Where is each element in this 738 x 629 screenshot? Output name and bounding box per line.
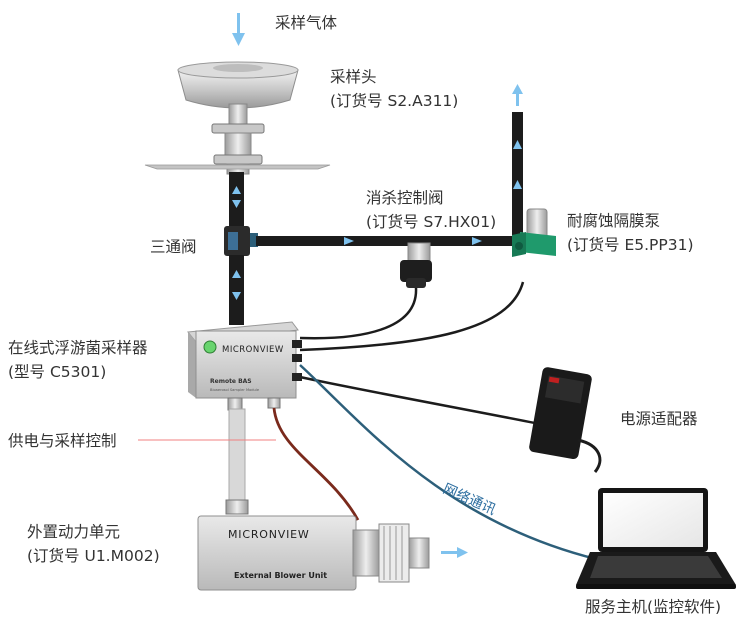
three-way-valve-label: 三通阀 [150,238,197,256]
inlet-arrow [232,13,245,46]
sampling-head-order: (订货号 S2.A311) [330,92,459,110]
blower-label: 外置动力单元 (订货号 U1.M002) [27,520,160,568]
power-adapter-label: 电源适配器 [620,410,698,428]
network-label: 网络通讯 [440,481,498,518]
sampler-subtitle: Bioaerosol Sampler Module [210,388,260,392]
sampler-name-label: 在线式浮游菌采样器 [8,339,148,357]
blower-pipe-coupler [225,499,249,515]
sampler-brand: MICRONVIEW [222,345,284,355]
sampler-label: 在线式浮游菌采样器 (型号 C5301) [8,336,148,384]
power-control-label: 供电与采样控制 [8,432,117,450]
sampler-model-label: (型号 C5301) [8,363,107,381]
pump-label: 耐腐蚀隔膜泵 (订货号 E5.PP31) [567,209,694,257]
sampling-head-name: 采样头 [330,68,377,86]
pump-device [512,208,556,257]
server-label: 服务主机(监控软件) [585,598,722,616]
outlet-arrow-up-1 [513,180,522,189]
outlet-arrow-up-2 [513,140,522,149]
laptop-device [576,488,736,589]
blower-order-label: (订货号 U1.M002) [27,547,160,565]
valve-cable [299,287,418,340]
horizontal-tube [256,236,514,246]
pump-order: (订货号 E5.PP31) [567,236,694,254]
flow-arrow-up-1 [232,186,241,194]
adapter-cord [577,438,602,473]
flow-arrow-down-2 [232,292,241,300]
three-way-valve-device [224,226,258,256]
power-adapter-device [529,367,592,460]
blower-brand: MICRONVIEW [228,528,310,541]
pump-name: 耐腐蚀隔膜泵 [567,212,661,230]
power-control-cable [272,407,360,521]
blower-name: External Blower Unit [234,571,327,580]
blower-pipe [228,408,246,503]
sampling-head-label: 采样头 (订货号 S2.A311) [330,65,458,113]
outlet-tube [512,112,523,244]
blower-device [197,515,430,591]
pump-cable [299,281,525,352]
flow-arrow-right-2 [472,237,482,245]
network-cable [299,364,597,561]
sampling-head-device [144,61,331,175]
adapter-cable [299,375,546,427]
flow-arrow-down-1 [232,200,241,208]
flow-arrow-up-2 [232,270,241,278]
sampler-device [187,321,302,411]
vertical-tube-lower [229,255,244,325]
sterilize-valve-device [400,242,432,288]
exhaust-arrow [441,547,468,558]
sterilize-valve-label: 消杀控制阀 (订货号 S7.HX01) [366,186,496,234]
blower-name-label: 外置动力单元 [27,523,121,541]
sterilize-valve-order: (订货号 S7.HX01) [366,213,497,231]
flow-arrow-right-1 [344,237,354,245]
sampler-name: Remote BAS [210,378,252,385]
sterilize-valve-name: 消杀控制阀 [366,189,444,207]
outlet-arrow [512,84,523,106]
sample-gas-label: 采样气体 [275,14,338,32]
